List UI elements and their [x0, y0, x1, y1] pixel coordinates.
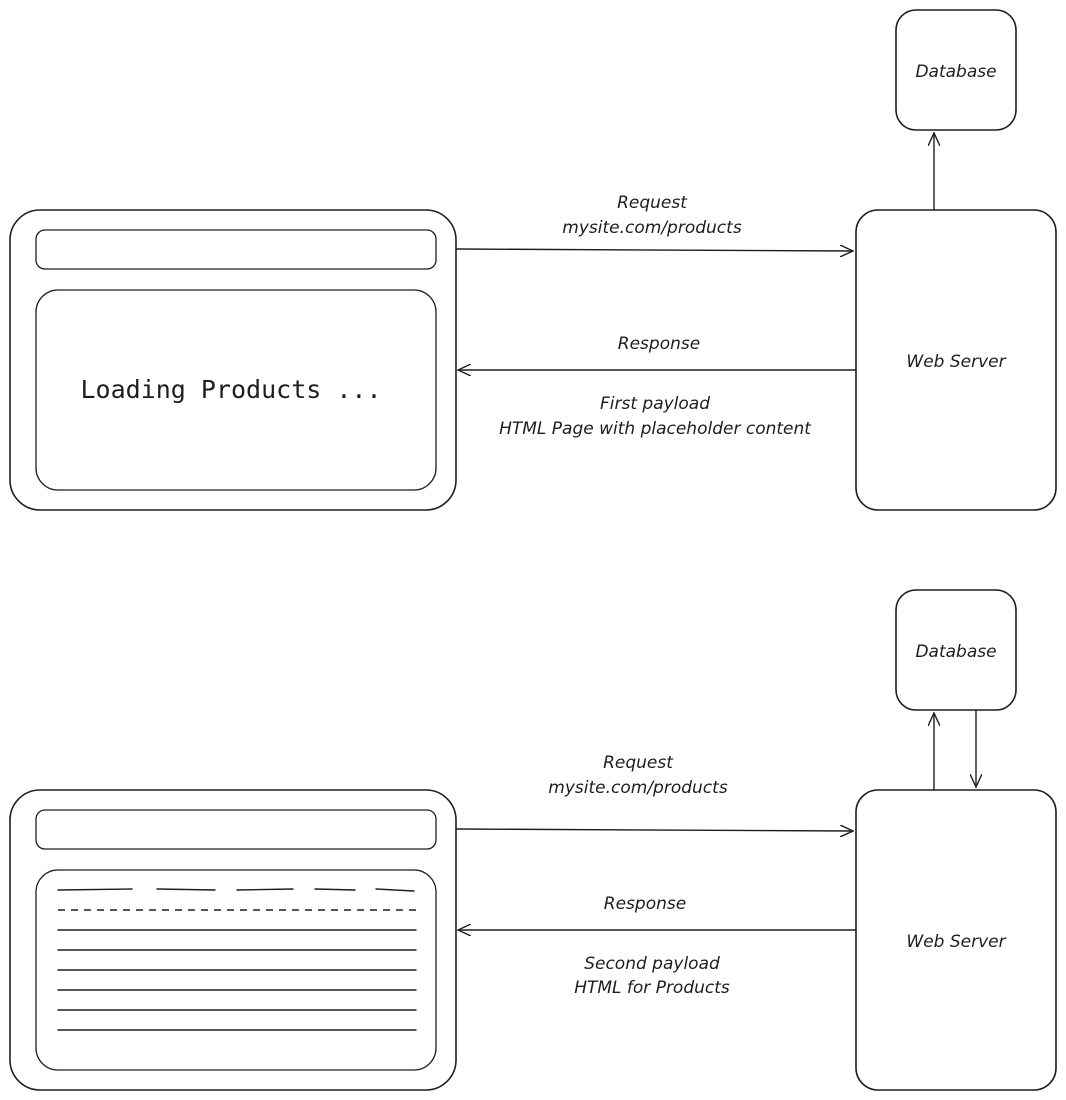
top-payload-line1: First payload	[600, 394, 710, 414]
bottom-request-label: Request	[603, 753, 674, 773]
bottom-request-arrow	[455, 829, 853, 831]
bottom-database-box	[895, 589, 1017, 711]
bottom-web-server-box	[855, 789, 1057, 1091]
top-scenario: Loading Products ... Web Server Database…	[9, 9, 1057, 511]
bottom-web-server-label: Web Server	[906, 932, 1006, 952]
top-web-server-box	[855, 209, 1057, 511]
top-browser-loading-text: Loading Products ...	[80, 375, 381, 404]
bottom-database-label: Database	[915, 642, 996, 662]
top-web-server-label: Web Server	[906, 352, 1006, 372]
bottom-browser-address-bar	[35, 809, 437, 850]
bottom-request-url: mysite.com/products	[548, 778, 728, 798]
product-line-dashed-1e	[375, 888, 415, 892]
bottom-web-server: Web Server	[855, 789, 1057, 1091]
top-request-arrow	[455, 249, 853, 251]
bottom-scenario: Web Server Database Request mysite.com/p…	[9, 589, 1057, 1091]
top-browser-address-bar	[35, 229, 437, 270]
bottom-browser-frame	[9, 789, 457, 1091]
product-line-dashed-1	[57, 888, 133, 891]
top-browser-frame	[9, 209, 457, 511]
product-line-dashed-1c	[236, 888, 294, 891]
top-database: Database	[895, 9, 1017, 131]
bottom-product-list	[57, 888, 417, 1031]
bottom-payload-line1: Second payload	[584, 954, 720, 974]
top-web-server: Web Server	[855, 209, 1057, 511]
product-line-dashed-1b	[156, 888, 216, 891]
bottom-payload-line2: HTML for Products	[574, 978, 730, 998]
bottom-database: Database	[895, 589, 1017, 711]
top-request-label: Request	[617, 193, 688, 213]
top-browser-window: Loading Products ...	[9, 209, 457, 511]
top-database-label: Database	[915, 62, 996, 82]
top-database-box	[895, 9, 1017, 131]
bottom-browser-window	[9, 789, 457, 1091]
bottom-response-label: Response	[604, 894, 686, 914]
bottom-browser-content-area	[35, 869, 437, 1071]
top-request-url: mysite.com/products	[562, 218, 742, 238]
top-payload-line2: HTML Page with placeholder content	[499, 419, 812, 439]
top-browser-content-area	[35, 289, 437, 491]
product-line-dashed-1d	[314, 888, 356, 891]
top-response-label: Response	[618, 334, 700, 354]
